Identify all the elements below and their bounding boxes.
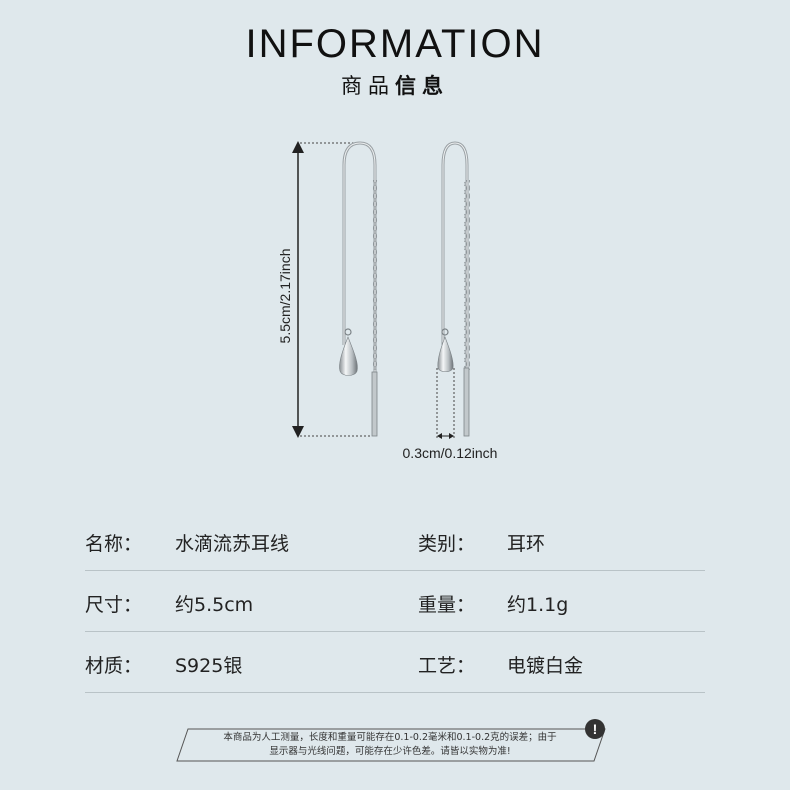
notice-text: 本商品为人工测量，长度和重量可能存在0.1-0.2毫米和0.1-0.2克的误差；… [200,731,580,759]
page-subtitle: 商品信息 [0,70,790,100]
spec-value: 电镀白金 [507,655,584,677]
spec-value: S925银 [175,655,243,677]
notice-frame [176,728,606,762]
length-label: 5.5cm/2.17inch [277,249,293,344]
length-dimension: 5.5cm/2.17inch [277,141,372,438]
subtitle-bold: 信息 [395,74,449,98]
spec-label: 尺寸： [85,594,143,616]
earring-side-view [437,141,470,437]
earring-front-view [339,141,378,437]
spec-value: 约5.5cm [175,594,254,616]
spec-label: 类别： [418,533,476,555]
spec-label: 名称： [85,533,143,555]
spec-label: 材质： [85,655,143,677]
spec-row: 材质： S925银 工艺： 电镀白金 [85,632,705,693]
subtitle-light: 商品 [341,74,395,98]
notice-line: 本商品为人工测量，长度和重量可能存在0.1-0.2毫米和0.1-0.2克的误差；… [223,732,557,743]
spec-value: 约1.1g [507,594,569,616]
spec-value: 水滴流苏耳线 [175,533,290,555]
product-diagram: 5.5cm/2.17inch 0.3cm/0.12inch [277,141,498,461]
spec-table: 名称： 水滴流苏耳线 类别： 耳环 尺寸： 约5.5cm 重量： 约1.1g 材… [85,510,705,693]
warning-icon: ! [585,719,605,739]
width-dimension: 0.3cm/0.12inch [403,368,498,461]
width-label: 0.3cm/0.12inch [403,445,498,461]
spec-row: 尺寸： 约5.5cm 重量： 约1.1g [85,571,705,632]
spec-value: 耳环 [507,533,546,555]
spec-label: 重量： [418,594,476,616]
page-title: INFORMATION [245,22,545,66]
spec-label: 工艺： [418,655,476,677]
spec-row: 名称： 水滴流苏耳线 类别： 耳环 [85,510,705,571]
notice-line: 显示器与光线问题，可能存在少许色差。请皆以实物为准! [269,746,511,757]
